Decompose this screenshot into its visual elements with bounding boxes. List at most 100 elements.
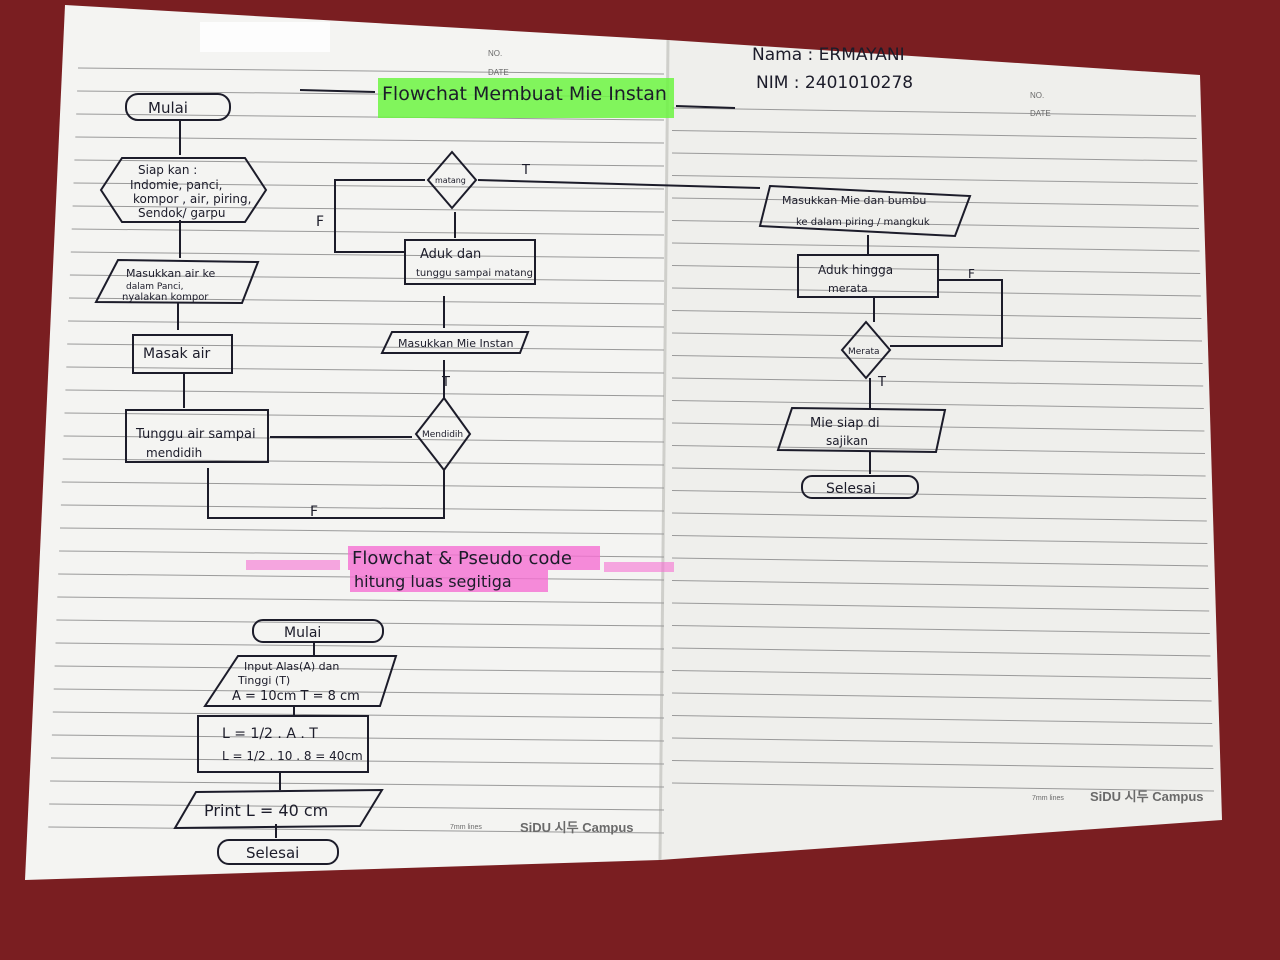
ruled-line [671,310,1202,319]
stir-even-line2: merata [828,282,868,295]
input-line1: Input Alas(A) dan [244,660,339,673]
prepare-line1: Siap kan : [138,163,197,177]
ruled-line [56,619,665,627]
decision-cooked-diamond [426,150,478,210]
ruled-line [671,107,1197,117]
add-seasoning-line2: ke dalam piring / mangkuk [796,217,930,228]
ruled-line [671,400,1204,409]
ruled-line [671,467,1206,477]
ruled-line [67,343,665,351]
page-no-label-right: NO. [1030,91,1044,100]
wait-boil-box [125,409,269,463]
ruled-line [62,458,665,466]
brand-left: SiDU 시두 Campus [520,820,634,835]
ruled-line [671,625,1210,634]
ruled-line [49,803,665,811]
ruled-line [671,670,1212,679]
title-decor-right [675,105,736,109]
ruled-line [671,287,1201,297]
add-seasoning-parallelogram [758,184,972,238]
student-name: Nama : ERMAYANI [752,45,905,65]
title-decor-left [299,89,376,93]
label-boil-true: T [441,375,450,390]
ruled-line [48,826,665,834]
ruled-line [54,665,665,673]
ruled-line [671,580,1209,589]
ruled-line [671,242,1200,252]
stir-wait-line1: Aduk dan [420,247,481,262]
ruled-line [59,527,665,535]
ruled-line [73,182,665,190]
brand-right: SiDU 시두 Campus [1090,789,1204,804]
ruled-line [55,642,665,650]
page-no-label-left: NO. [488,49,502,58]
ruled-line [66,366,665,374]
left-page [25,5,668,880]
input-parallelogram [203,655,398,707]
ruled-line [51,734,665,742]
ruled-line [671,782,1215,792]
decision-boil-diamond [414,396,472,472]
decision-even-diamond [840,320,892,380]
wait-boil-line1: Tunggu air sampai [135,427,256,442]
ruled-line [61,481,665,489]
flowchart1-title: Flowchat Membuat Mie Instan [382,83,667,105]
stir-even-line1: Aduk hingga [818,263,893,277]
flowchart2-connectors [275,642,315,838]
add-seasoning-line1: Masukkan Mie dan bumbu [782,194,926,207]
serve-line2: sajikan [826,434,868,448]
end-label: Selesai [826,481,876,497]
ruled-line [77,67,665,75]
ruled-line [76,113,665,121]
ruled-line [50,780,665,788]
label-cooked-false: F [316,214,324,230]
ruled-line [671,265,1201,274]
ruled-line [671,175,1198,184]
prepare-hexagon [99,157,268,223]
stir-wait-box [404,239,536,285]
start2-label: Mulai [284,625,321,641]
ruled-line [64,412,665,420]
decision-boil-label: Mendidih [422,430,463,440]
title2-decor-right [604,562,674,572]
start2-terminal [252,619,384,643]
tape [200,22,330,52]
ruled-line [671,692,1212,702]
spine [658,39,670,861]
page-date-label-right: DATE [1030,109,1051,118]
ruled-line [671,512,1207,522]
ruled-lines [48,67,1215,834]
ruled-line [671,355,1203,364]
flowchart2-title-line1: Flowchat & Pseudo code [352,548,572,569]
ruled-line [60,504,665,512]
pour-water-line1: Masukkan air ke [126,267,215,280]
ruled-line [53,688,665,696]
serve-parallelogram [776,406,947,454]
title2-highlight-pink-1 [348,546,600,570]
process-line1: L = 1/2 . A . T [222,726,318,742]
ruled-line [671,220,1200,229]
decision-cooked-label: matang [435,176,466,185]
label-boil-false: F [310,504,318,520]
serve-line1: Mie siap di [810,416,880,431]
cook-water-box [132,334,233,374]
prepare-line4: Sendok/ garpu [138,206,226,220]
stir-even-box [797,254,939,298]
ruled-line [671,737,1213,747]
ruled-line [671,715,1213,724]
add-noodle-parallelogram [380,331,530,354]
ruled-line [671,197,1199,207]
ruled-line [65,389,665,397]
rule-note-left: 7mm lines [450,824,482,831]
start-label: Mulai [148,99,188,117]
ruled-line [74,159,665,167]
ruled-line [671,602,1210,612]
ruled-line [671,535,1208,544]
title-highlight-green [378,78,674,118]
label-even-true: T [877,375,886,390]
student-nim: NIM : 2401010278 [756,73,913,93]
input-line3: A = 10cm T = 8 cm [232,689,360,704]
ruled-line [671,130,1197,139]
prepare-line2: Indomie, panci, [130,178,222,192]
